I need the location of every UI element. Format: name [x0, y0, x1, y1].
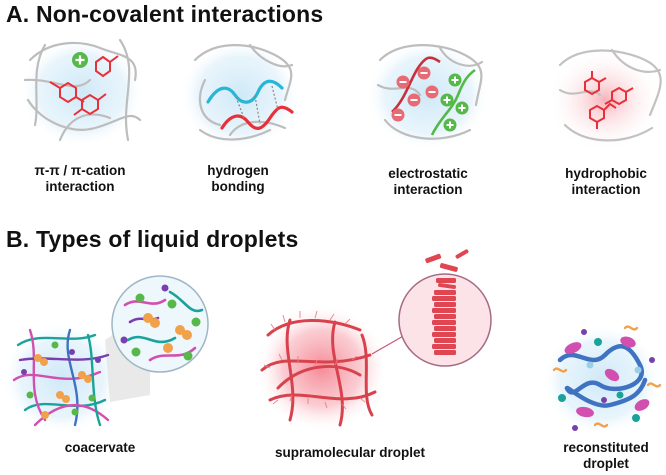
label-electrostatic-interaction: electrostatic interaction [368, 166, 488, 198]
label-line-1: π-π / π-cation [34, 163, 126, 178]
label-line-2: bonding [211, 179, 265, 194]
label-supramolecular-droplet: supramolecular droplet [255, 445, 445, 461]
supramolecular-droplet-illustration [256, 249, 492, 432]
label-line-1: coacervate [64, 440, 136, 455]
reconstituted-droplet-illustration [542, 324, 662, 436]
section-b-title: B. Types of liquid droplets [6, 226, 299, 252]
label-coacervate: coacervate [40, 440, 160, 456]
label-line-2: droplet [583, 456, 629, 471]
label-line-2: interaction [393, 182, 463, 197]
label-hydrogen-bonding: hydrogen bonding [178, 163, 298, 195]
label-line-1: reconstituted [563, 440, 649, 455]
label-line-1: hydrophobic [565, 166, 647, 181]
pi-pi-interaction-illustration [20, 37, 144, 147]
coacervate-illustration [2, 275, 209, 434]
label-line-1: electrostatic [388, 166, 468, 181]
label-line-2: interaction [45, 179, 115, 194]
label-line-1: hydrogen [207, 163, 269, 178]
label-hydrophobic-interaction: hydrophobic interaction [546, 166, 666, 198]
label-line-2: interaction [571, 182, 641, 197]
label-pi-pi-interaction: π-π / π-cation interaction [10, 163, 150, 195]
label-line-1: supramolecular droplet [274, 445, 426, 460]
hydrogen-bonding-illustration [180, 40, 300, 150]
electrostatic-interaction-illustration [366, 40, 490, 150]
hydrophobic-interaction-illustration [547, 48, 663, 152]
section-a-title: A. Non-covalent interactions [6, 1, 324, 27]
label-reconstituted-droplet: reconstituted droplet [546, 440, 666, 472]
